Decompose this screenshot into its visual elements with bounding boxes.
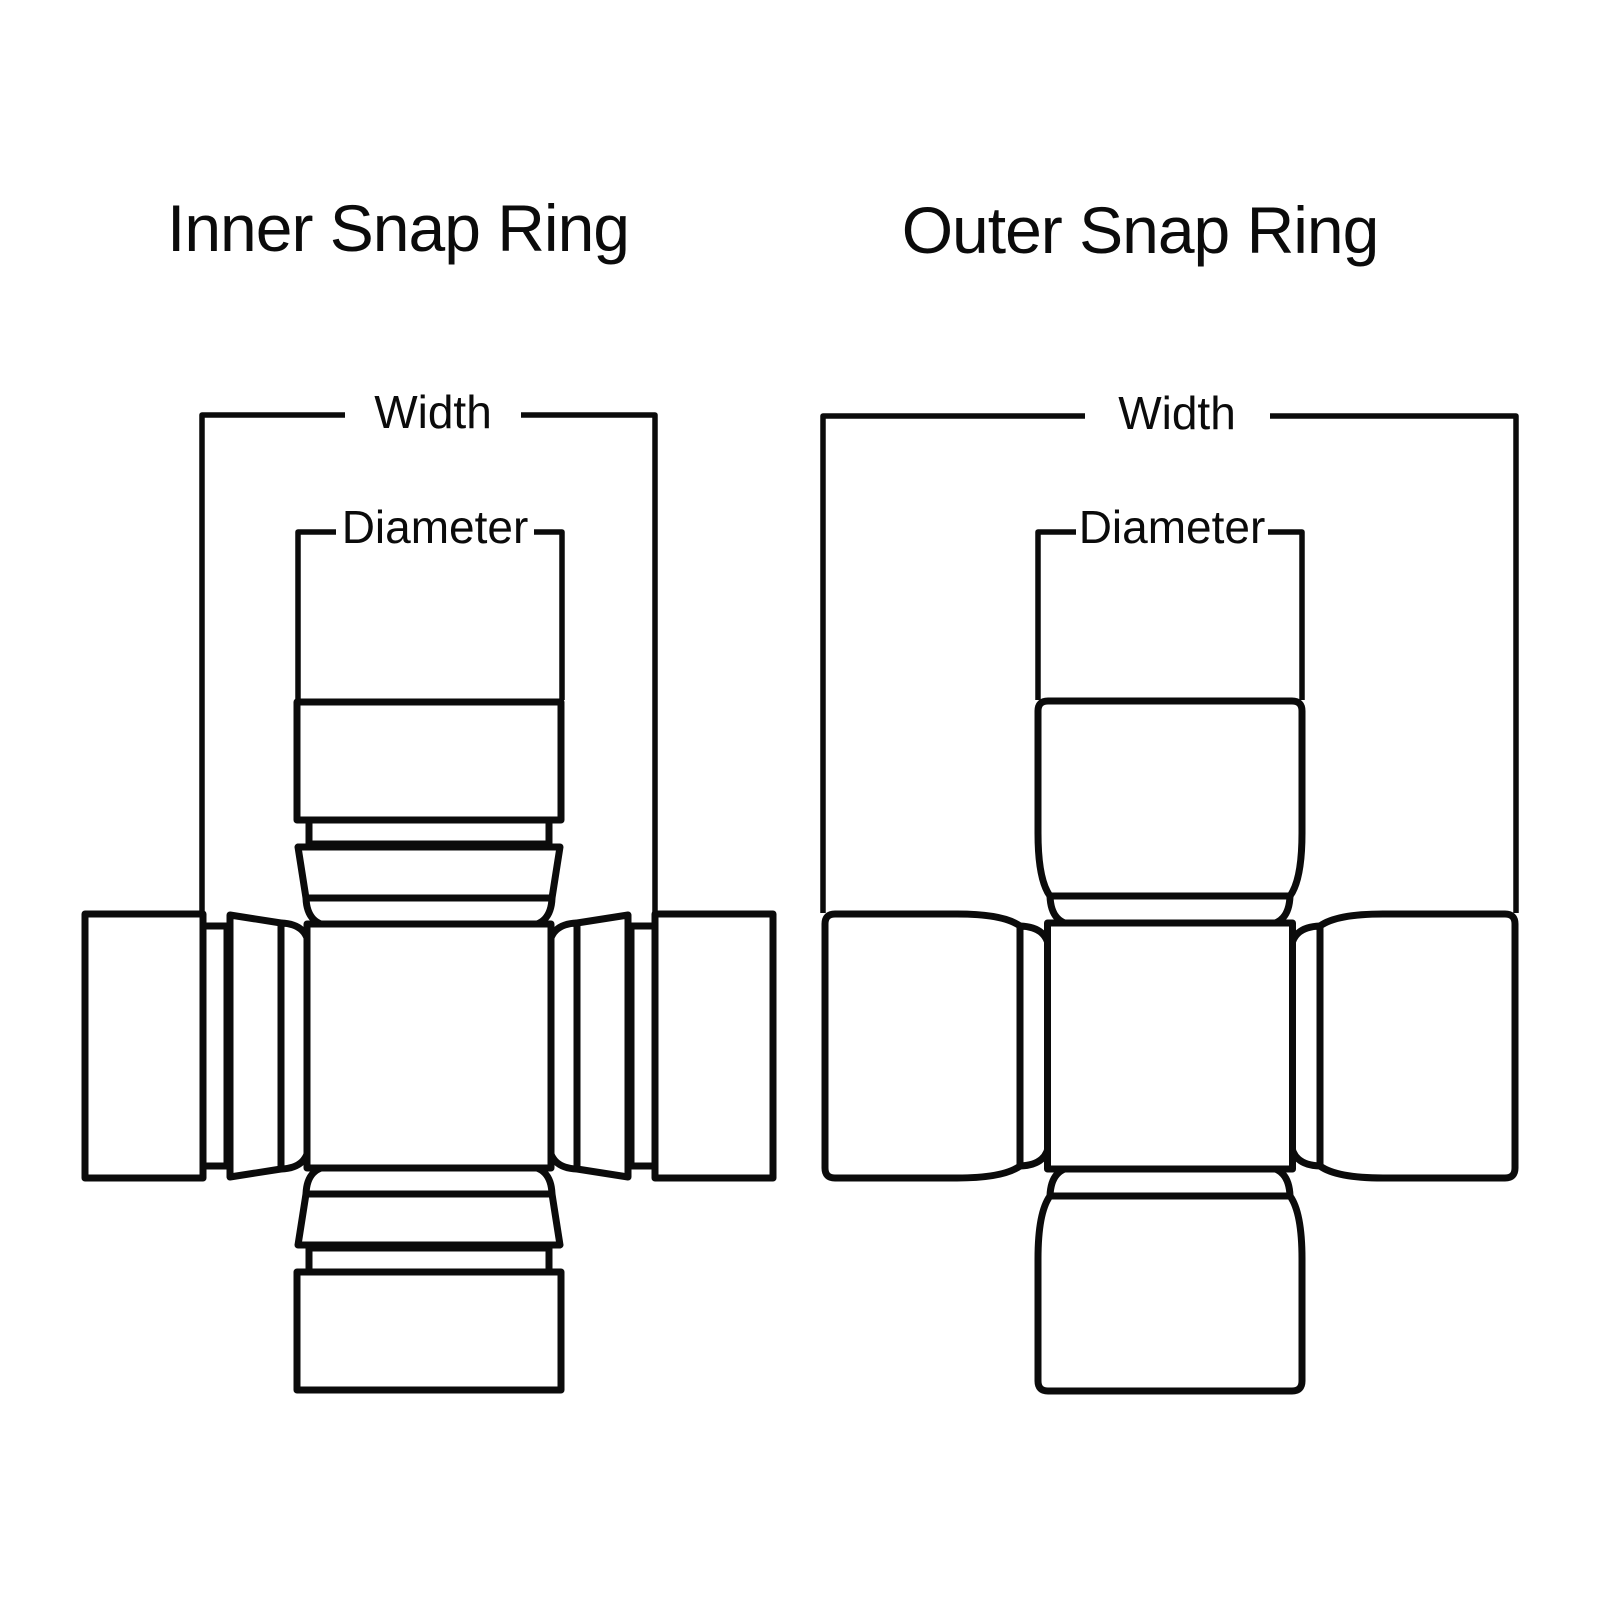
diameter-bracket-right: [1268, 529, 1305, 700]
diameter-bracket-left: [295, 529, 336, 700]
arm-top: [297, 702, 561, 926]
arm-bottom: [297, 1166, 561, 1390]
inner-width-dimension: Width: [199, 386, 658, 914]
arm-right: [1291, 914, 1515, 1178]
width-bracket-right: [521, 412, 658, 914]
outer-cross: [825, 701, 1515, 1391]
width-bracket-left: [820, 413, 1085, 913]
inner-diameter-label: Diameter: [342, 501, 529, 553]
outer-width-dimension: Width: [820, 387, 1519, 913]
arm-right: [549, 914, 773, 1178]
arm-left: [85, 914, 309, 1178]
inner-diameter-dimension: Diameter: [295, 501, 565, 700]
inner-snap-ring-diagram: Inner Snap Ring Width Diameter: [85, 191, 773, 1390]
outer-diameter-dimension: Diameter: [1035, 501, 1305, 700]
diameter-bracket-right: [534, 529, 565, 700]
cross-body: [303, 920, 555, 1172]
inner-cross: [85, 702, 773, 1390]
arm-left: [825, 914, 1049, 1178]
inner-width-label: Width: [374, 386, 492, 438]
cross-body: [1044, 919, 1296, 1173]
inner-diagram-title: Inner Snap Ring: [167, 191, 629, 265]
outer-snap-ring-diagram: Outer Snap Ring Width Diameter: [820, 193, 1519, 1391]
width-bracket-left: [199, 412, 345, 914]
arm-bottom: [1038, 1167, 1302, 1391]
diameter-bracket-left: [1035, 529, 1076, 700]
width-bracket-right: [1270, 413, 1519, 913]
outer-diameter-label: Diameter: [1079, 501, 1266, 553]
outer-width-label: Width: [1118, 387, 1236, 439]
outer-diagram-title: Outer Snap Ring: [902, 193, 1379, 267]
arm-top: [1038, 701, 1302, 925]
